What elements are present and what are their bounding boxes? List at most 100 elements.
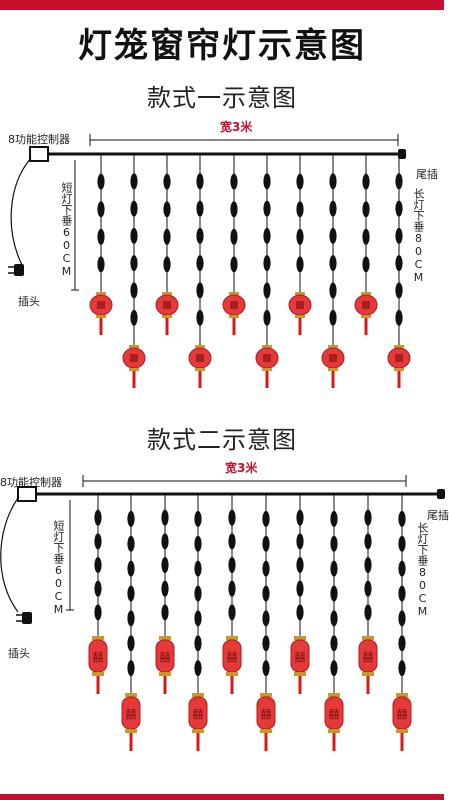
strand-bead [194, 635, 202, 652]
lantern: 囍 [324, 693, 344, 751]
strand-bead [329, 200, 337, 217]
strand-bead [161, 533, 169, 550]
strand-bead [127, 660, 135, 677]
strand-bead [196, 282, 204, 299]
strand-bead [127, 635, 135, 652]
strand-bead [94, 557, 102, 573]
strand-bead [94, 580, 102, 597]
strand-bead [127, 510, 135, 527]
strand-bead [127, 535, 135, 552]
strand-bead [94, 604, 102, 621]
strand-bead [262, 535, 270, 552]
svg-text:囍: 囍 [295, 651, 306, 664]
lantern: 囍 [188, 693, 208, 751]
svg-text:囍: 囍 [397, 708, 408, 721]
strand-bead [228, 580, 236, 597]
svg-text:囍: 囍 [93, 651, 104, 664]
strand-bead [330, 560, 338, 577]
section1-width-label: 宽3米 [220, 120, 253, 134]
strand-bead [263, 255, 271, 272]
strand-bead [296, 580, 304, 597]
svg-text:囍: 囍 [363, 651, 374, 664]
section1-title: 款式一示意图 [147, 84, 297, 112]
strand-bead [194, 585, 202, 602]
power-cable [0, 497, 19, 613]
strand-bead [228, 604, 236, 621]
strand-bead [262, 610, 270, 627]
strand-bead [127, 585, 135, 602]
strand-bead [97, 201, 105, 218]
strand-bead [395, 282, 403, 299]
lantern [321, 345, 345, 388]
power-cable [10, 157, 32, 266]
strand-bead [161, 509, 169, 526]
strand-bead [329, 173, 337, 190]
strand-bead [398, 535, 406, 552]
strand-bead [163, 256, 171, 273]
strand-bead [263, 309, 271, 326]
strand-bead [364, 533, 372, 550]
top-accent-bar [0, 0, 444, 10]
strand-bead [262, 660, 270, 677]
strand-bead [262, 585, 270, 602]
strand-bead [262, 635, 270, 652]
page-title: 灯笼窗帘灯示意图 [78, 26, 366, 66]
strand-bead [163, 228, 171, 245]
svg-text:囍: 囍 [160, 651, 171, 664]
strand-bead [329, 227, 337, 244]
strand-bead [398, 635, 406, 652]
bottom-accent-bar [0, 794, 444, 800]
strand-bead [296, 201, 304, 218]
section2-controller-label: 8功能控制器 [0, 476, 62, 489]
strand-bead [362, 256, 370, 273]
strand-bead [398, 510, 406, 527]
strand-bead [330, 585, 338, 602]
strand-bead [230, 256, 238, 273]
strand-bead [296, 604, 304, 621]
strand-bead [130, 200, 138, 217]
strand-bead [194, 535, 202, 552]
tail-plug [398, 149, 406, 159]
section2-long-drop-label: 长灯下垂80CM [416, 522, 429, 618]
section2-short-drop-label: 短灯下垂60CM [52, 520, 65, 616]
strand-bead [329, 309, 337, 326]
lantern [89, 292, 113, 335]
strand-bead [395, 255, 403, 272]
strand-bead [362, 228, 370, 245]
svg-text:囍: 囍 [193, 708, 204, 721]
strand-bead [130, 255, 138, 272]
strand-bead [296, 557, 304, 573]
strand-bead [395, 200, 403, 217]
lantern: 囍 [121, 693, 141, 751]
strand-bead [194, 510, 202, 527]
section1-tail-label: 尾插 [416, 168, 438, 181]
strand-bead [130, 227, 138, 244]
strand-bead [395, 309, 403, 326]
strand-bead [230, 201, 238, 218]
strand-bead [228, 533, 236, 550]
strand-bead [364, 509, 372, 526]
lantern: 囍 [290, 636, 310, 694]
strand-bead [196, 255, 204, 272]
strand-bead [262, 560, 270, 577]
strand-bead [196, 173, 204, 190]
section2-title: 款式二示意图 [147, 426, 297, 454]
strand-bead [329, 255, 337, 272]
strand-bead [228, 509, 236, 526]
lantern: 囍 [256, 693, 276, 751]
power-plug [14, 264, 24, 276]
strand-bead [130, 173, 138, 190]
strand-bead [296, 228, 304, 245]
lantern: 囍 [88, 636, 108, 694]
section1-plug-label: 插头 [18, 295, 40, 308]
strand-bead [127, 610, 135, 627]
strand-bead [97, 228, 105, 245]
svg-text:囍: 囍 [261, 708, 272, 721]
strand-bead [130, 309, 138, 326]
strand-bead [398, 585, 406, 602]
strand-bead [330, 635, 338, 652]
strand-bead [395, 227, 403, 244]
lantern [354, 292, 378, 335]
strand-bead [262, 510, 270, 527]
controller-box [17, 486, 37, 502]
